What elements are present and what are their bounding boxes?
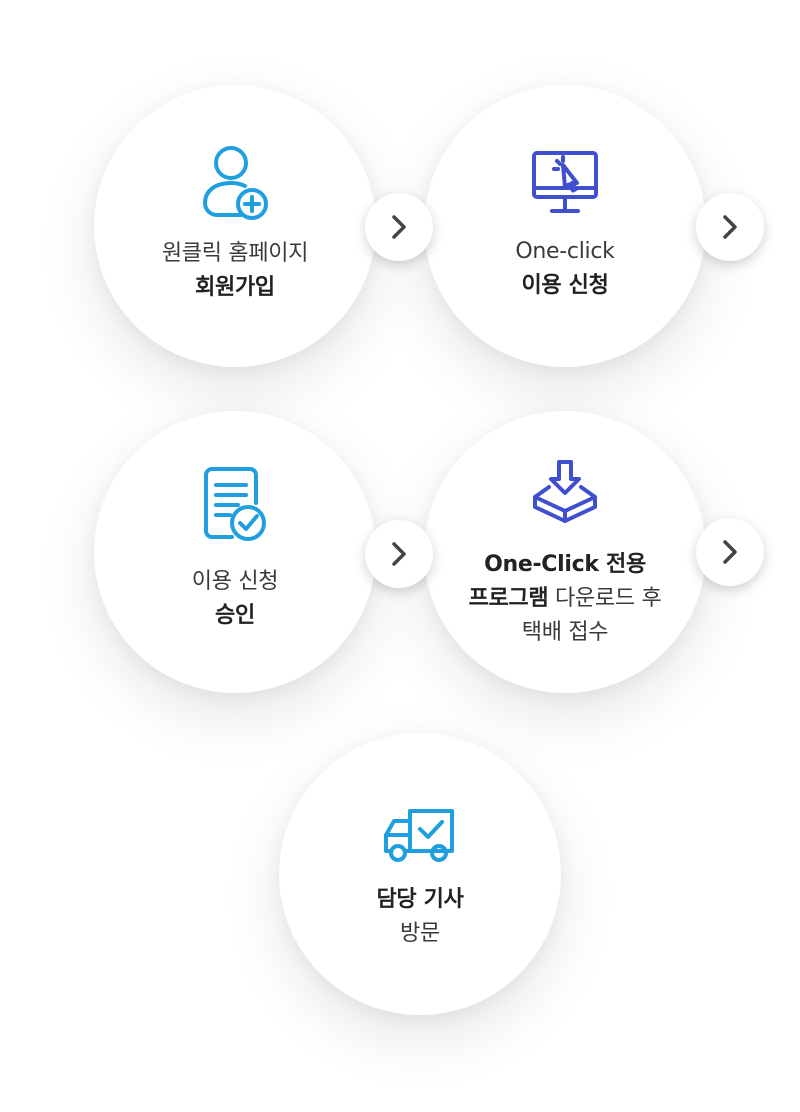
monitor-click-icon	[530, 149, 600, 217]
next-arrow-button-4[interactable]	[696, 518, 764, 586]
step-download-line2-rest: 다운로드 후	[548, 586, 662, 611]
step-approval-line1: 이용 신청	[191, 569, 279, 594]
step-apply-line1: One-click	[515, 239, 615, 264]
step-apply: One-click 이용 신청	[424, 85, 706, 367]
step-visit-line1: 담당 기사	[376, 887, 464, 912]
chevron-right-icon	[723, 540, 737, 564]
step-download-line1: One-Click 전용	[484, 552, 646, 577]
next-arrow-button-2[interactable]	[696, 193, 764, 261]
next-arrow-button-1[interactable]	[365, 193, 433, 261]
step-apply-line2: 이용 신청	[521, 273, 609, 298]
next-arrow-button-3[interactable]	[365, 520, 433, 588]
step-signup-line1: 원클릭 홈페이지	[161, 241, 309, 266]
step-download: One-Click 전용 프로그램 다운로드 후 택배 접수	[424, 411, 706, 693]
step-approval-line2: 승인	[215, 603, 255, 628]
user-add-icon	[199, 143, 271, 223]
chevron-right-icon	[392, 542, 406, 566]
download-tray-icon	[531, 459, 599, 525]
step-signup-line2: 회원가입	[195, 275, 275, 300]
step-download-program-label: 프로그램	[468, 586, 549, 611]
step-visit: 담당 기사 방문	[279, 733, 561, 1015]
step-signup: 원클릭 홈페이지 회원가입	[94, 85, 376, 367]
step-download-line2: 프로그램 다운로드 후	[424, 582, 706, 616]
document-check-icon	[202, 465, 268, 545]
step-download-line3: 택배 접수	[521, 620, 609, 645]
chevron-right-icon	[723, 215, 737, 239]
delivery-truck-check-icon	[382, 807, 458, 865]
chevron-right-icon	[392, 215, 406, 239]
step-visit-line2: 방문	[400, 921, 440, 946]
step-approval: 이용 신청 승인	[94, 411, 376, 693]
